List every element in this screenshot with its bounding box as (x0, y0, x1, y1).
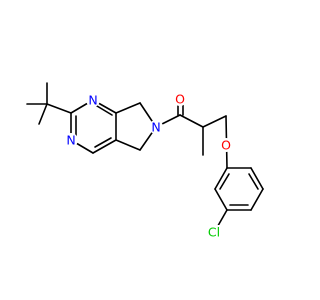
atom-o-ether: O (221, 138, 231, 153)
tert-butyl-group (26, 82, 72, 125)
atom-labels: N N N O O Cl (64, 92, 233, 240)
bond-carbonyl-alpha (179, 114, 204, 128)
chemical-structure-diagram: N N N O O Cl (26, 82, 264, 240)
bond-tbu-to-ring (46, 103, 72, 114)
atom-o-carbonyl: O (175, 92, 185, 107)
atom-n-pyrroline: N (151, 120, 160, 135)
bond-ar2-ar3 (250, 167, 264, 190)
bond-n1-c7a-inner (96, 105, 113, 116)
bond-ar5-ar6 (214, 188, 228, 211)
atom-n-pyrimidine-bottom: N (66, 133, 75, 148)
propanoyl-chain (155, 96, 228, 169)
bond-ar6-ar1 (214, 167, 228, 190)
atom-chlorine: Cl (208, 225, 220, 240)
bond-ar6-ar1-inner (219, 173, 230, 190)
bond-ar2-ar3-inner (248, 173, 259, 190)
atom-n-pyrimidine-top: N (88, 93, 97, 108)
bond-c7a-c7 (115, 102, 141, 114)
bond-tbu-methyl-bottom (38, 103, 48, 125)
bond-c4a-c4 (92, 139, 117, 154)
bond-ar3-ar4 (250, 188, 264, 211)
pyrimidine-ring (70, 99, 117, 154)
chlorophenyl-ring (214, 167, 264, 232)
bond-alpha-oether (202, 115, 227, 128)
bond-c4a-c4-inner (94, 137, 112, 148)
bond-c5-c4a (115, 139, 141, 151)
